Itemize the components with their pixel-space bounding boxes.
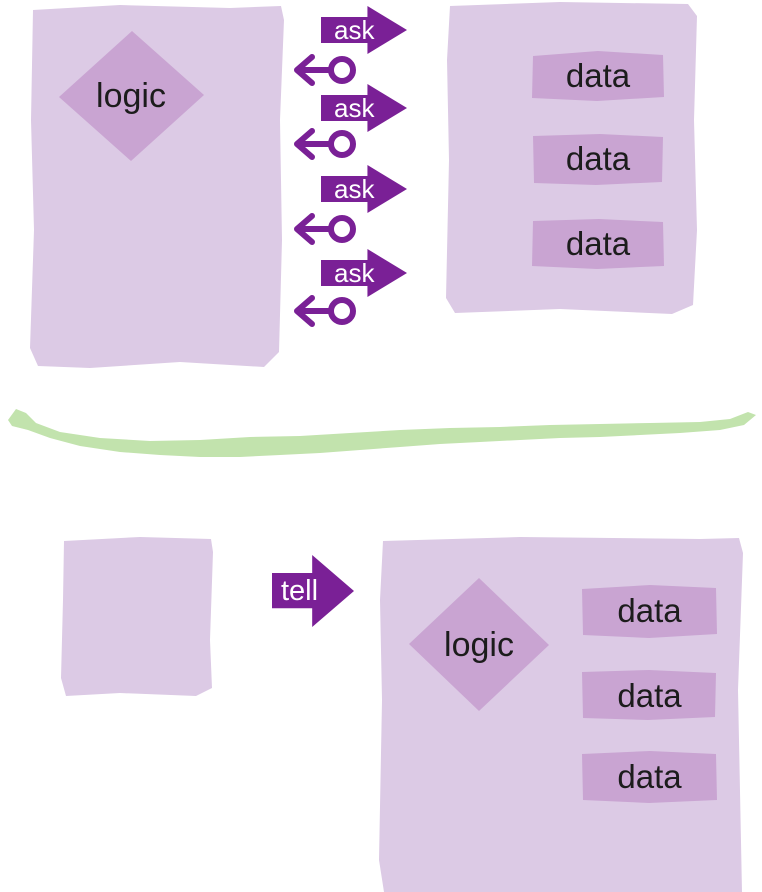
tell-data-box-3 <box>582 751 717 803</box>
ask-arrow-4-label: ask <box>334 257 375 288</box>
ask-logic-diamond <box>59 31 204 161</box>
ask-data-box-2 <box>533 134 663 185</box>
bottom-section-shapes <box>61 537 743 892</box>
ask-data-box-3 <box>532 219 664 269</box>
ask-data-box-1 <box>532 51 664 101</box>
top-section-shapes <box>30 2 697 368</box>
ask-arrow-3-label: ask <box>334 173 375 204</box>
tell-caller-panel <box>61 537 213 696</box>
tell-logic-diamond <box>409 578 549 711</box>
return-value-icon-2 <box>291 126 357 162</box>
section-divider-line <box>8 409 756 457</box>
return-value-icon-4 <box>291 293 357 329</box>
tell-data-box-2 <box>582 670 716 720</box>
tell-data-box-1 <box>582 585 717 638</box>
ask-arrow-1-label: ask <box>334 14 375 45</box>
return-value-icon-3 <box>291 211 357 247</box>
ask-arrow-2-label: ask <box>334 92 375 123</box>
tell-arrow-label: tell <box>281 574 319 607</box>
return-value-icon-1 <box>291 52 357 88</box>
